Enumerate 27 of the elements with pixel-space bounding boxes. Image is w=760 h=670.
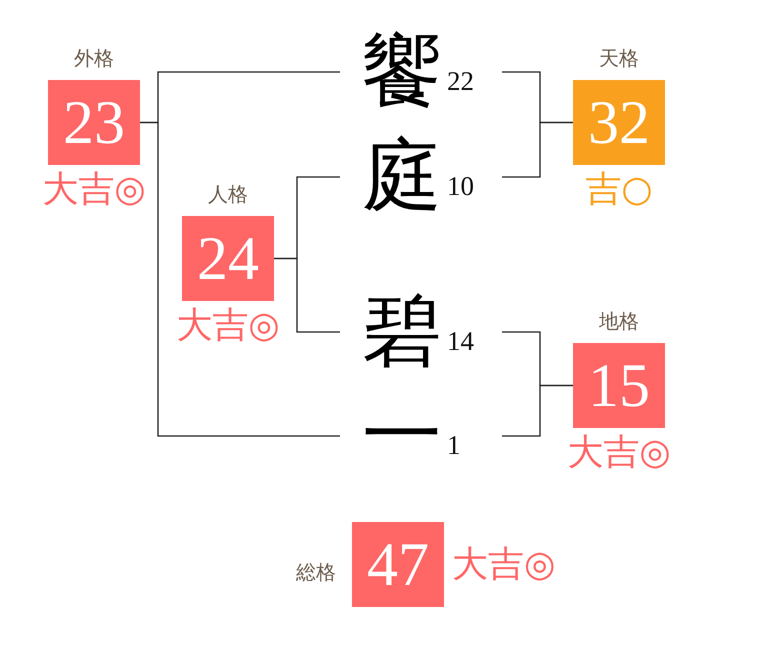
name-character: 一 — [362, 396, 442, 476]
score-number: 23 — [63, 92, 125, 154]
bracket-line — [502, 122, 573, 178]
bracket-line — [502, 384, 573, 437]
name-character: 庭 — [362, 137, 442, 217]
fortune-rating: 大吉◎ — [567, 433, 671, 473]
bracket-line — [274, 258, 340, 333]
fortune-rating: 吉○ — [585, 170, 653, 210]
score-number: 15 — [588, 354, 650, 416]
bracket-line — [140, 122, 340, 437]
stroke-count: 10 — [447, 171, 474, 201]
score-number: 47 — [367, 534, 429, 596]
stroke-count: 1 — [447, 430, 460, 460]
fortune-rating: 大吉◎ — [42, 170, 146, 210]
category-label: 総格 — [296, 560, 336, 584]
category-label: 天格 — [599, 46, 639, 70]
category-label: 人格 — [208, 182, 248, 206]
score-number: 32 — [588, 92, 650, 154]
stroke-count: 14 — [447, 326, 474, 356]
category-label: 地格 — [599, 309, 639, 333]
category-label: 外格 — [74, 46, 114, 70]
name-character: 饗 — [362, 32, 442, 112]
fortune-rating: 大吉◎ — [176, 306, 280, 346]
name-character: 碧 — [362, 292, 442, 372]
score-number: 24 — [197, 228, 259, 290]
fortune-rating: 大吉◎ — [452, 544, 556, 584]
stroke-count: 22 — [447, 66, 474, 96]
